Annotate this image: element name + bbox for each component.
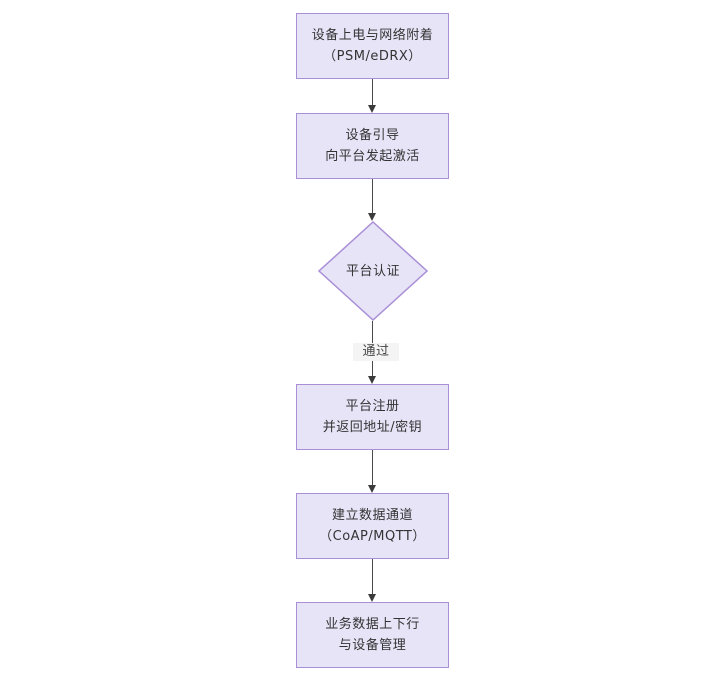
arrowhead-n1-n2 xyxy=(368,105,376,113)
node-text-line: 设备上电与网络附着 xyxy=(311,28,434,43)
node-text-line: （PSM/eDRX） xyxy=(323,49,422,64)
arrowhead-n3-n4 xyxy=(368,376,376,384)
node-device-power-on[interactable]: 设备上电与网络附着 （PSM/eDRX） xyxy=(296,13,449,79)
node-platform-authentication[interactable]: 平台认证 xyxy=(318,221,428,321)
node-text-line: 平台注册 xyxy=(345,399,400,414)
node-text-line: 建立数据通道 xyxy=(331,508,413,523)
node-text-line: 并返回地址/密钥 xyxy=(322,420,423,435)
node-device-bootstrap[interactable]: 设备引导 向平台发起激活 xyxy=(296,113,449,179)
edge-n2-n3 xyxy=(372,179,373,213)
node-text-line: （CoAP/MQTT） xyxy=(319,529,426,544)
node-text-line: 平台认证 xyxy=(345,263,400,279)
node-text-line: 业务数据上下行 xyxy=(325,617,420,632)
node-text-line: 设备引导 xyxy=(345,128,400,143)
node-establish-data-channel[interactable]: 建立数据通道 （CoAP/MQTT） xyxy=(296,493,449,559)
arrowhead-n4-n5 xyxy=(368,485,376,493)
arrowhead-n5-n6 xyxy=(368,594,376,602)
node-text-line: 向平台发起激活 xyxy=(325,149,420,164)
node-business-data-and-device-management[interactable]: 业务数据上下行 与设备管理 xyxy=(296,602,449,668)
node-platform-registration[interactable]: 平台注册 并返回地址/密钥 xyxy=(296,384,449,450)
arrowhead-n2-n3 xyxy=(368,213,376,221)
edge-n5-n6 xyxy=(372,559,373,594)
edge-label-pass: 通过 xyxy=(353,343,399,361)
diamond-shape-icon xyxy=(318,221,428,321)
edge-n1-n2 xyxy=(372,79,373,105)
node-text-line: 与设备管理 xyxy=(338,638,407,653)
edge-n4-n5 xyxy=(372,450,373,485)
